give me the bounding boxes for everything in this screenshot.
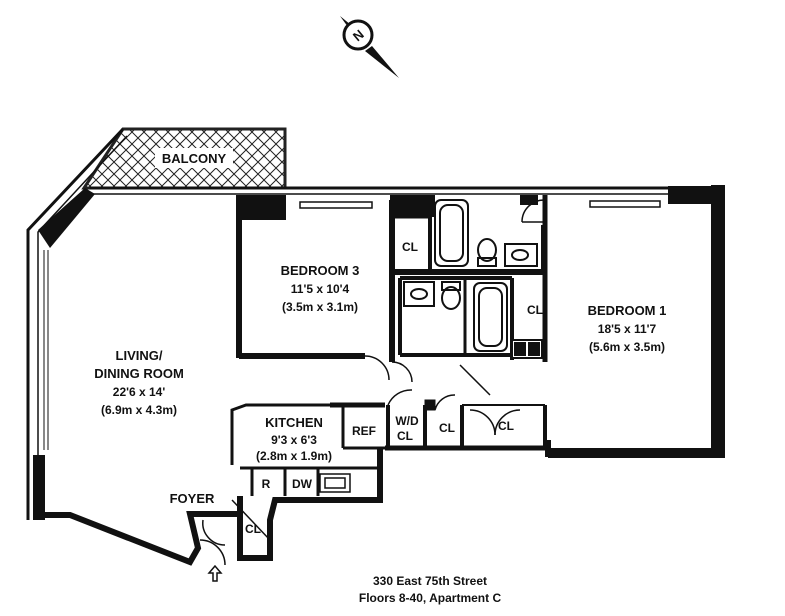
wd-label: W/D — [395, 414, 419, 428]
living-window — [43, 250, 49, 450]
heavy-walls — [33, 186, 718, 520]
bedroom1-dim-m: (5.6m x 3.5m) — [589, 340, 665, 354]
ref-label: REF — [352, 424, 376, 438]
compass-icon: N — [340, 16, 399, 78]
closet-label-foyer: CL — [245, 522, 261, 536]
bedroom3-name: BEDROOM 3 — [281, 263, 360, 278]
balcony-label: BALCONY — [162, 151, 227, 166]
kitchen-dim-m: (2.8m x 1.9m) — [256, 449, 332, 463]
wd-closet-label: CL — [397, 429, 413, 443]
exterior-walls — [26, 127, 725, 520]
kitchen-dim-ft: 9'3 x 6'3 — [271, 433, 317, 447]
kitchen-name: KITCHEN — [265, 415, 323, 430]
living-dim-m: (6.9m x 4.3m) — [101, 403, 177, 417]
living-boundary — [40, 448, 383, 566]
bedroom1-name: BEDROOM 1 — [588, 303, 667, 318]
range-label: R — [262, 477, 271, 491]
closet-label-hall-1: CL — [439, 421, 455, 435]
dishwasher-label: DW — [292, 477, 313, 491]
living-name-1: LIVING/ — [116, 348, 163, 363]
bedroom1-dim-ft: 18'5 x 11'7 — [598, 322, 657, 336]
bathrooms — [398, 199, 543, 360]
hall-closets — [364, 355, 548, 451]
entry-arrow-icon — [207, 564, 223, 582]
bedroom1-walls — [299, 195, 661, 362]
closet-label-bath: CL — [527, 303, 543, 317]
living-name-2: DINING ROOM — [94, 366, 184, 381]
foyer — [199, 499, 271, 566]
bedroom3-dim-ft: 11'5 x 10'4 — [291, 282, 350, 296]
address-line-2: Floors 8-40, Apartment C — [359, 591, 502, 605]
bedroom3-dim-m: (3.5m x 3.1m) — [282, 300, 358, 314]
closet-label-hall-2: CL — [498, 419, 514, 433]
closet-label-bedroom3: CL — [402, 240, 418, 254]
kitchen-walls — [230, 402, 385, 496]
address-line-1: 330 East 75th Street — [373, 574, 487, 588]
foyer-label: FOYER — [170, 491, 215, 506]
living-dim-ft: 22'6 x 14' — [113, 385, 166, 399]
balcony — [81, 127, 287, 190]
